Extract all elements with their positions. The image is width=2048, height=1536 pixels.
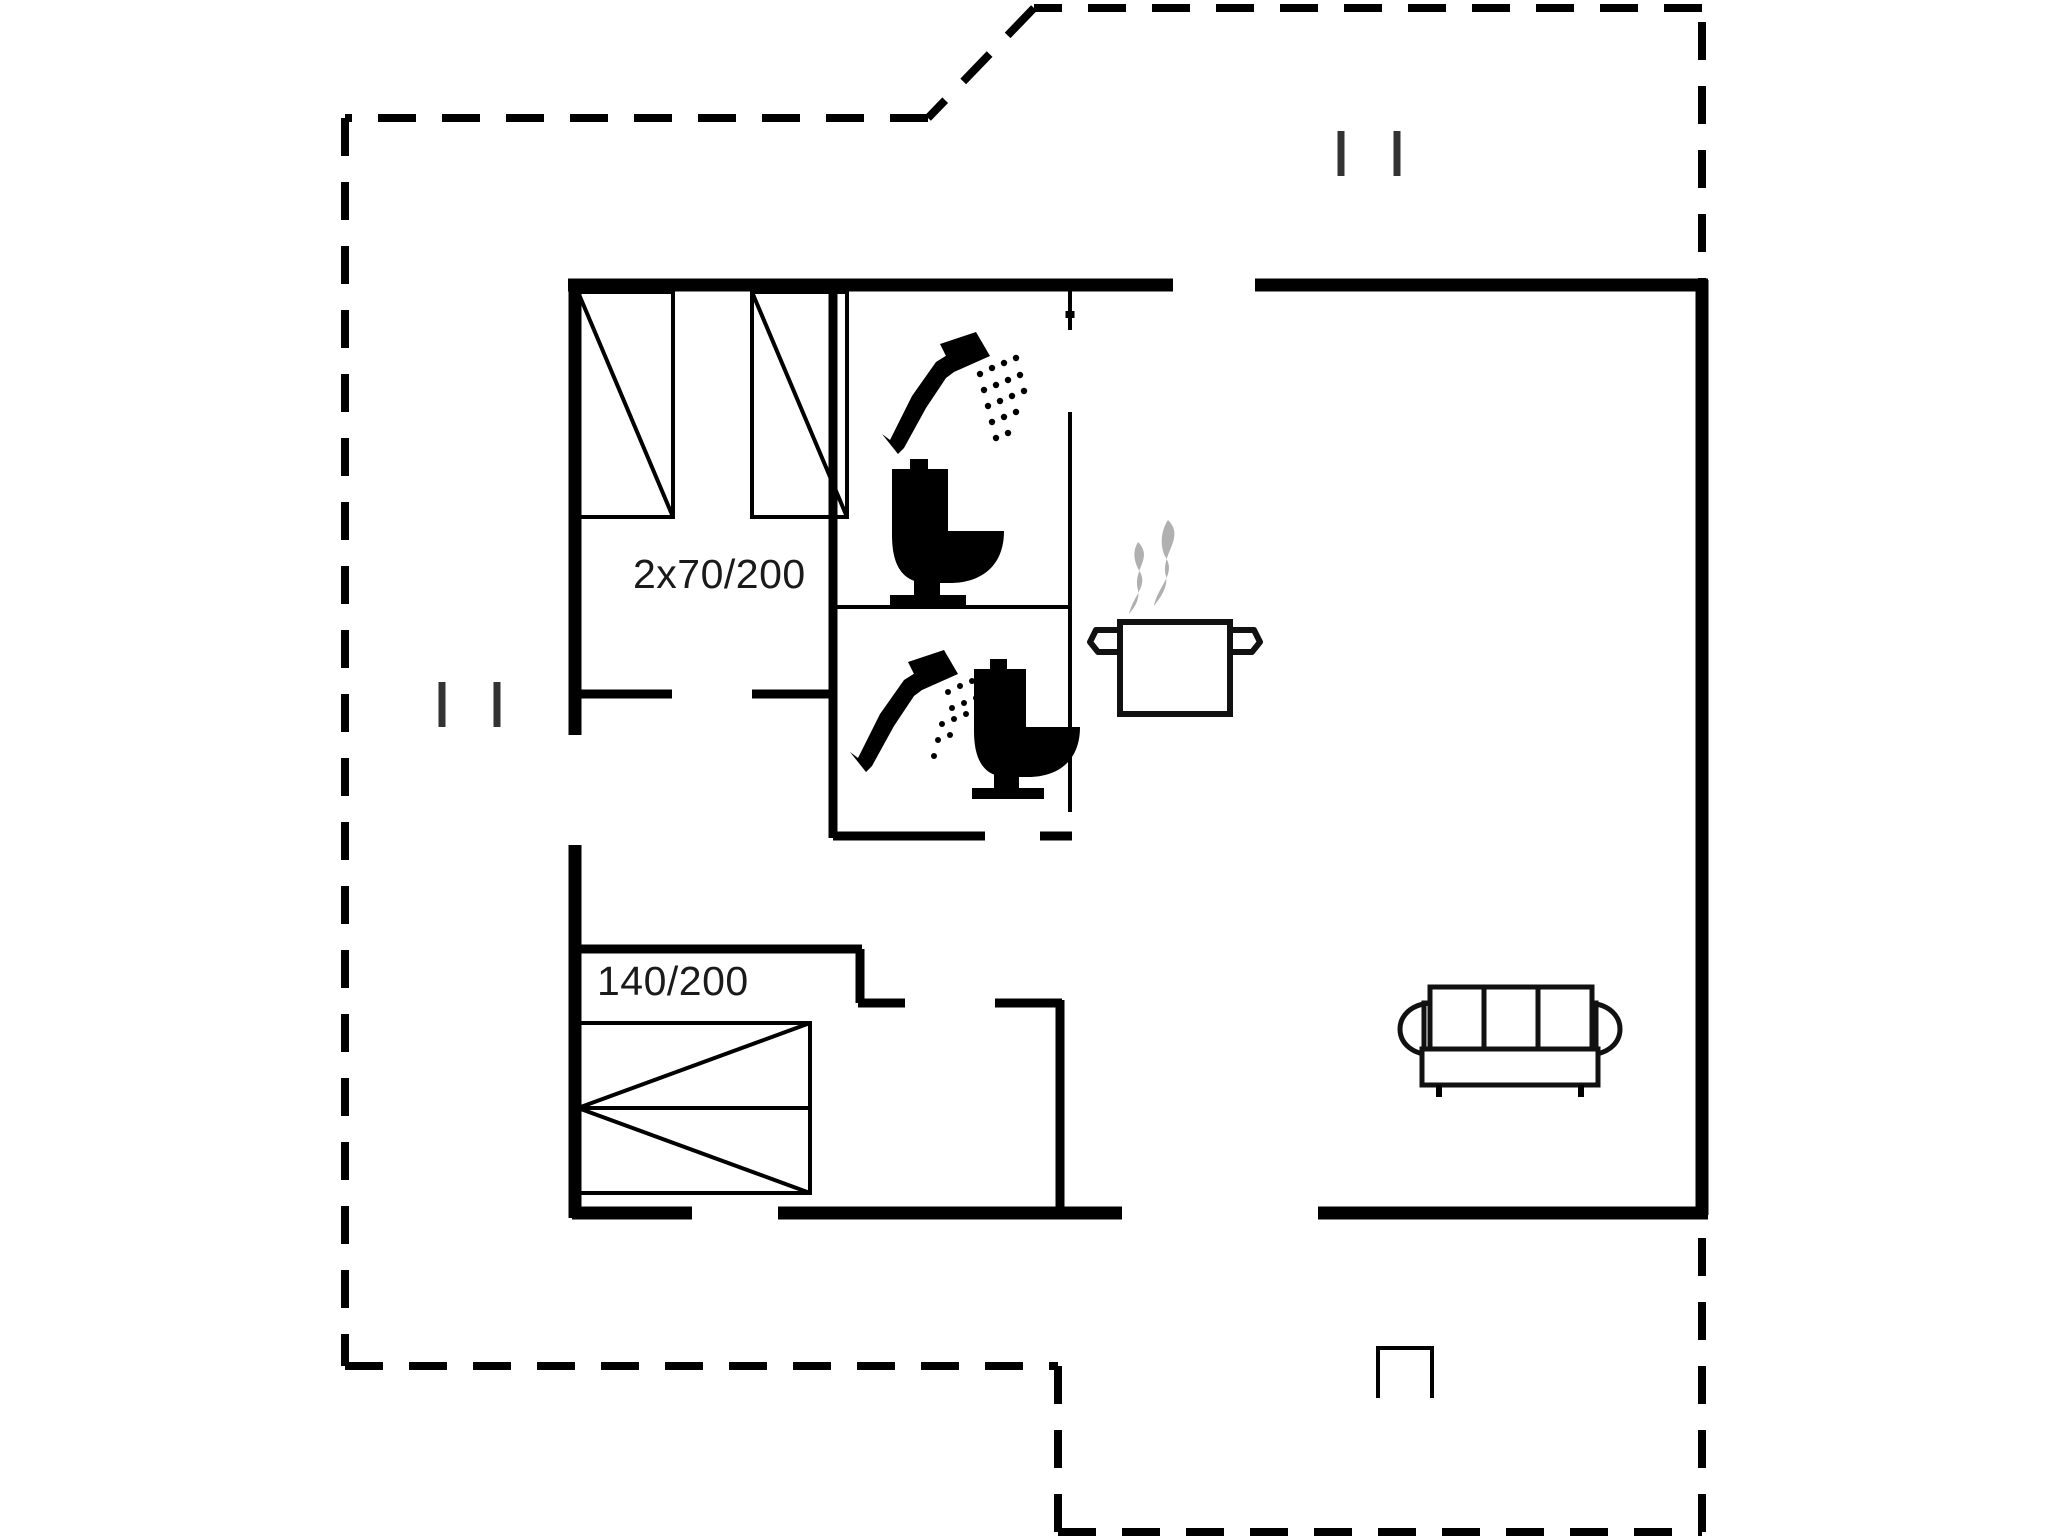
- bed-double-dimension-label: 140/200: [597, 958, 749, 1004]
- window-marker-top-right: [1337, 131, 1401, 176]
- bed-twin-right: [750, 290, 849, 519]
- toilet-icon: [972, 659, 1080, 799]
- entry-marker-bottom: [1376, 1346, 1434, 1398]
- window-marker-left: [438, 682, 501, 727]
- shower-icon: [882, 332, 1028, 454]
- plot-boundary-dashed: [341, 4, 1706, 1536]
- bed-double: [576, 1021, 812, 1195]
- bed-twin-left: [576, 290, 675, 519]
- cooking-pot-icon: [1087, 520, 1263, 717]
- bed-twin-dimension-label: 2x70/200: [633, 551, 806, 597]
- shower-icon: [850, 650, 979, 772]
- sofa-icon: [1397, 984, 1623, 1097]
- toilet-icon: [890, 459, 1004, 606]
